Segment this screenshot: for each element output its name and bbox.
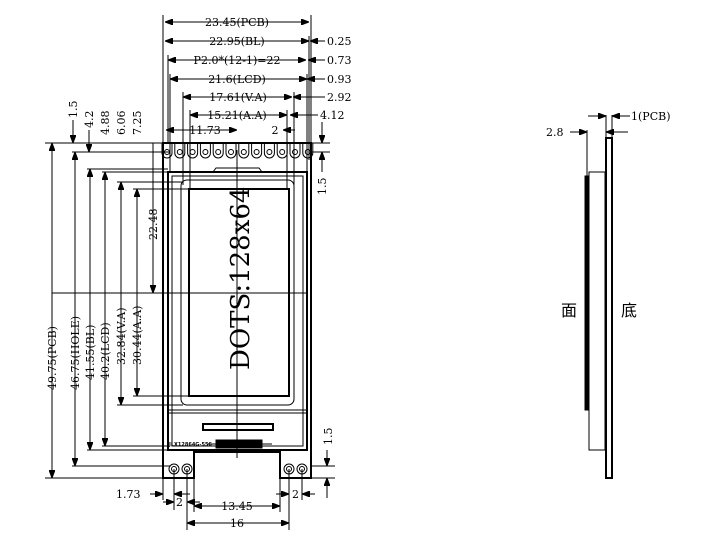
dim-lcd-height: 40.2(LCD)	[99, 322, 112, 380]
dim-pin-pitch-total: P2.0*(12-1)=22	[194, 54, 281, 67]
pin-slot	[161, 143, 173, 159]
dim-bottom-left: 1.73	[116, 488, 141, 501]
pin-slot	[174, 143, 186, 159]
dim-r4: 2.92	[327, 91, 352, 104]
display-dots-text: DOTS:128x64	[226, 187, 256, 370]
dim-t3: 4.88	[99, 111, 112, 136]
pin-slot	[289, 143, 301, 159]
pin-hole	[202, 149, 209, 155]
dim-bottom-pitch-right: 2	[292, 488, 299, 501]
pin-hole	[304, 149, 311, 155]
pin-hole	[240, 149, 247, 155]
pin-hole	[189, 149, 196, 155]
lcd-outline	[52, 150, 308, 458]
side-lcd	[584, 175, 589, 411]
top-dimensions	[165, 22, 325, 189]
pin-hole	[228, 149, 234, 155]
pin-hole	[292, 149, 298, 155]
pin-slot	[199, 143, 211, 159]
dim-lcd-width: 21.6(LCD)	[208, 73, 266, 86]
back-label: 底	[621, 301, 637, 320]
right-dimensions	[311, 122, 335, 498]
bottom-holes	[168, 463, 308, 475]
pin-hole	[253, 149, 260, 155]
dim-aa-height: 30.44(A.A)	[131, 306, 144, 365]
pin-row	[161, 143, 314, 159]
dim-hole-height: 46.75(HOLE)	[69, 316, 82, 390]
left-dimensions	[45, 120, 190, 479]
dim-pcb-thickness: 1(PCB)	[631, 110, 670, 123]
dim-va-width: 17.61(V.A)	[209, 91, 267, 104]
pin-hole	[266, 149, 273, 155]
dim-r1: 0.25	[327, 35, 352, 48]
dim-bottom-outer: 16	[230, 517, 244, 530]
pin-slot	[251, 143, 263, 159]
dim-r5: 4.12	[320, 109, 345, 122]
pin-slot	[238, 143, 250, 159]
side-backlight	[588, 171, 606, 451]
dim-va-height: 32.84(V.A)	[115, 307, 128, 365]
dim-pcb-height: 49.75(PCB)	[46, 326, 59, 390]
pin-slot	[302, 143, 314, 159]
pin-slot	[263, 143, 275, 159]
dim-t2: 4.2	[83, 111, 96, 129]
pin-slot	[225, 143, 237, 159]
dim-center: 22.48	[147, 209, 160, 241]
bottom-dimensions	[150, 469, 315, 530]
dim-right-top: 1.5	[316, 178, 329, 196]
dim-t1: 1.5	[67, 101, 80, 119]
dim-pcb-width: 23.45(PCB)	[205, 16, 269, 29]
dim-total-thickness: 2.8	[546, 126, 564, 139]
pin-slot	[212, 143, 224, 159]
dim-aa-width: 15.21(A.A)	[207, 109, 266, 122]
model-label: JLX12864G-556	[168, 442, 212, 448]
pin-slot	[276, 143, 288, 159]
pin-slot	[187, 143, 199, 159]
dim-bl-width: 22.95(BL)	[209, 35, 264, 48]
dim-t5: 7.25	[131, 111, 144, 136]
dim-bottom-inner: 13.45	[221, 500, 253, 513]
dim-pin-offset: 11.73	[189, 124, 221, 137]
pin-hole	[215, 149, 222, 155]
pin-hole	[279, 149, 286, 155]
dim-bottom-pitch-left: 2	[176, 496, 183, 509]
dim-r3: 0.93	[327, 73, 352, 86]
side-pcb	[605, 137, 613, 479]
dim-bl-height: 41.55(BL)	[84, 325, 97, 380]
pin-hole	[176, 149, 183, 155]
side-view	[570, 115, 630, 479]
dim-r2: 0.73	[327, 54, 352, 67]
dim-t4: 6.06	[115, 111, 128, 136]
dim-pin-pitch: 2	[272, 124, 279, 137]
dim-right-bottom: 1.5	[322, 428, 335, 446]
front-label: 面	[561, 301, 577, 320]
